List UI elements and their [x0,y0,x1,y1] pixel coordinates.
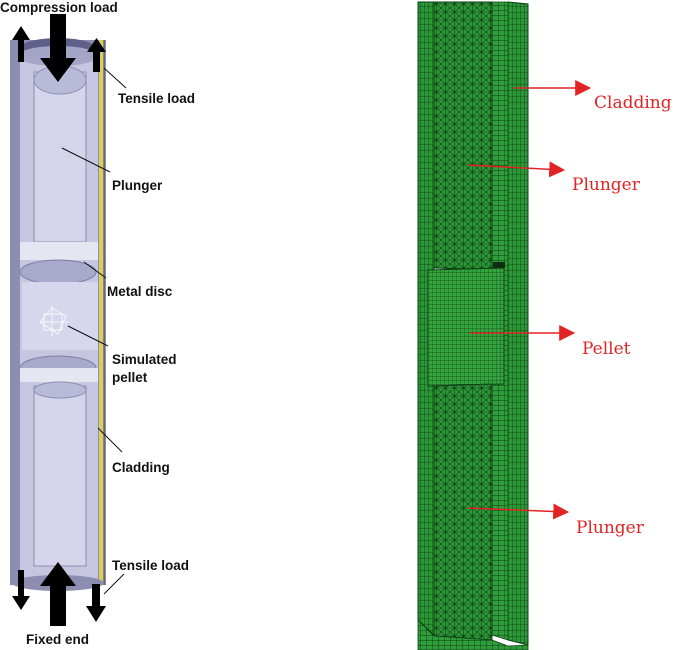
label-plunger: Plunger [112,178,163,193]
mesh-plunger-top [433,1,493,271]
tensile-arrow-bottom-right [86,584,106,622]
tensile-arrow-top-right [87,38,106,72]
fixed-end-arrow [40,562,76,626]
compression-arrow [40,14,76,82]
cladding-strip [99,40,104,585]
label-compression-load: Compression load [0,0,118,15]
label-mesh-cladding: Cladding [594,93,672,113]
mesh-pellet [427,267,505,387]
label-fixed-end: Fixed end [26,632,89,647]
arrow-plunger-top [467,161,566,178]
label-mesh-pellet: Pellet [582,339,631,359]
tensile-arrow-bottom-left [12,570,30,610]
left-diagram: Compression load Tensile load Plunger Me… [0,0,195,647]
metal-disc-upper [19,259,97,285]
label-simulated: Simulated [112,352,177,367]
tensile-arrow-top-left [12,26,30,62]
label-metal-disc: Metal disc [107,284,173,299]
label-pellet: pellet [112,370,148,385]
label-mesh-plunger-top: Plunger [572,175,641,195]
red-leader-arrows [467,80,592,520]
load-arrows [12,14,106,626]
mesh-plunger-bottom [433,383,493,641]
right-diagram: Cladding Plunger Pellet Plunger [417,1,672,650]
arrow-plunger-bottom [467,503,570,520]
simulated-pellet [22,282,98,350]
upper-plunger [33,65,87,243]
label-cladding: Cladding [112,460,170,475]
lower-plunger [33,381,87,567]
label-tensile-load-bottom: Tensile load [112,558,189,573]
label-tensile-load-top: Tensile load [118,91,195,106]
metal-disc-lower [19,355,98,382]
mesh-cladding-right [507,1,529,646]
leader-lines [61,67,127,595]
label-mesh-plunger-bottom: Plunger [576,518,645,538]
